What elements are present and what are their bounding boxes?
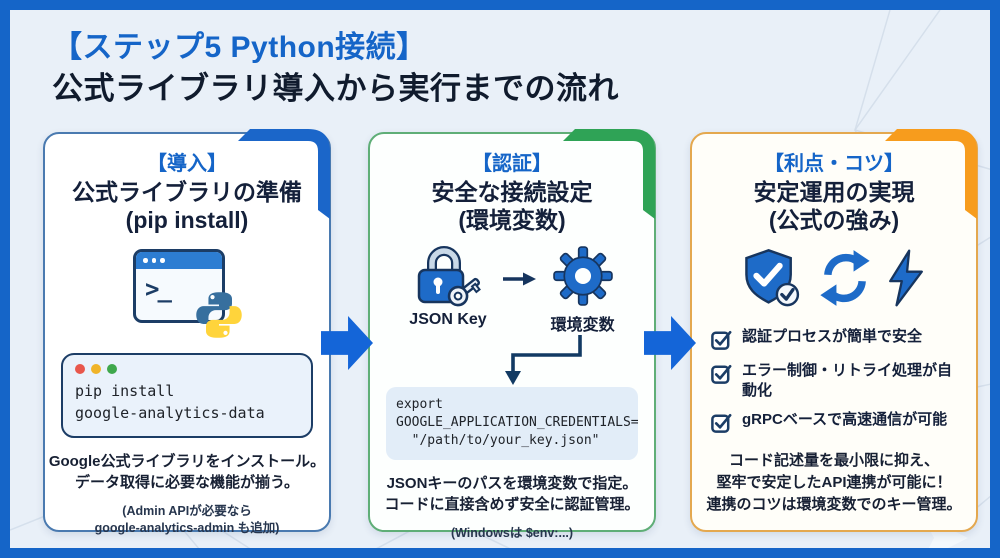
- card-corner-accent: [238, 129, 330, 219]
- card-benefits: 【利点・コツ】 安定運用の実現 (公式の強み): [690, 129, 978, 532]
- code-line: "/path/to/your_key.json": [396, 433, 600, 449]
- card-description: Google公式ライブラリをインストール。 データ取得に必要な機能が揃う。: [48, 452, 326, 492]
- green-dot-icon: [107, 364, 117, 375]
- gear-label: 環境変数: [550, 317, 615, 335]
- card-tag: 【利点・コツ】: [764, 153, 904, 175]
- terminal-icon: >_: [133, 249, 225, 324]
- list-item: gRPCベースで高速通信が可能: [710, 410, 962, 434]
- card-description: コード記述量を最小限に抑え、 堅牢で安定したAPI連携が可能に！ 連携のコツは環…: [706, 452, 962, 513]
- python-icon: [196, 292, 242, 338]
- card-corner-accent: [563, 129, 655, 219]
- code-line: pip install: [75, 382, 175, 401]
- code-line: export: [396, 397, 443, 413]
- card-tag: 【認証】: [472, 153, 552, 175]
- terminal-prompt: >_: [145, 275, 172, 304]
- terminal-python-illustration: >_: [127, 245, 247, 341]
- elbow-arrow-icon: [505, 335, 582, 386]
- traffic-light-dots: [75, 364, 299, 375]
- card-title: 公式ライブラリの準備: [72, 179, 302, 205]
- card-subtitle: (環境変数): [458, 207, 566, 234]
- checkbox-icon: [711, 414, 732, 433]
- card-subtitle: (公式の強み): [768, 207, 900, 234]
- list-item: エラー制御・リトライ処理が自動化: [710, 361, 962, 400]
- page-title-main: 公式ライブラリ導入から実行までの流れ: [52, 70, 619, 106]
- sync-icon: [820, 250, 870, 306]
- code-line: google-analytics-data: [75, 403, 265, 422]
- benefit-checklist: 認証プロセスが簡単で安全 エラー制御・リトライ処理が自動化 gRPCベースで高速…: [710, 327, 962, 434]
- checkbox-icon: [711, 331, 732, 350]
- card-title: 安全な接続設定: [431, 179, 593, 205]
- page-title-step: 【ステップ5 Python接続】: [52, 31, 427, 64]
- auth-flow-illustration: JSON Key 環境変数: [370, 245, 654, 335]
- code-box-export: export GOOGLE_APPLICATION_CREDENTIALS= "…: [386, 387, 639, 460]
- card-corner-accent: [885, 129, 977, 219]
- checkbox-icon: [711, 365, 732, 384]
- lock-label: JSON Key: [409, 311, 487, 329]
- red-dot-icon: [75, 364, 85, 375]
- list-item: 認証プロセスが簡単で安全: [710, 327, 962, 351]
- card-install: 【導入】 公式ライブラリの準備 (pip install) >_ pip ins…: [43, 129, 331, 535]
- card-note: (Windowsは $env:...): [450, 526, 574, 541]
- card-title: 安定運用の実現: [753, 179, 915, 205]
- arrow-right-icon: [502, 272, 536, 286]
- lock-key-icon: [417, 246, 481, 307]
- shield-check-icon: [745, 249, 800, 307]
- gear-icon: [552, 246, 613, 306]
- lightning-icon: [889, 249, 923, 307]
- card-description: JSONキーのパスを環境変数で指定。 コードに直接含めず安全に認証管理。: [384, 474, 640, 514]
- benefit-icons: [692, 245, 976, 311]
- card-note: (Admin APIが必要なら google-analytics-admin も…: [94, 504, 280, 535]
- code-line: GOOGLE_APPLICATION_CREDENTIALS=: [396, 415, 639, 431]
- card-tag: 【導入】: [147, 153, 227, 175]
- page-header: 【ステップ5 Python接続】 公式ライブラリ導入から実行までの流れ: [52, 30, 619, 107]
- yellow-dot-icon: [91, 364, 101, 375]
- card-subtitle: (pip install): [125, 207, 249, 234]
- terminal-titlebar: [136, 252, 222, 270]
- code-box-pip: pip install google-analytics-data: [61, 353, 313, 438]
- card-auth: 【認証】 安全な接続設定 (環境変数) JSON: [368, 129, 656, 540]
